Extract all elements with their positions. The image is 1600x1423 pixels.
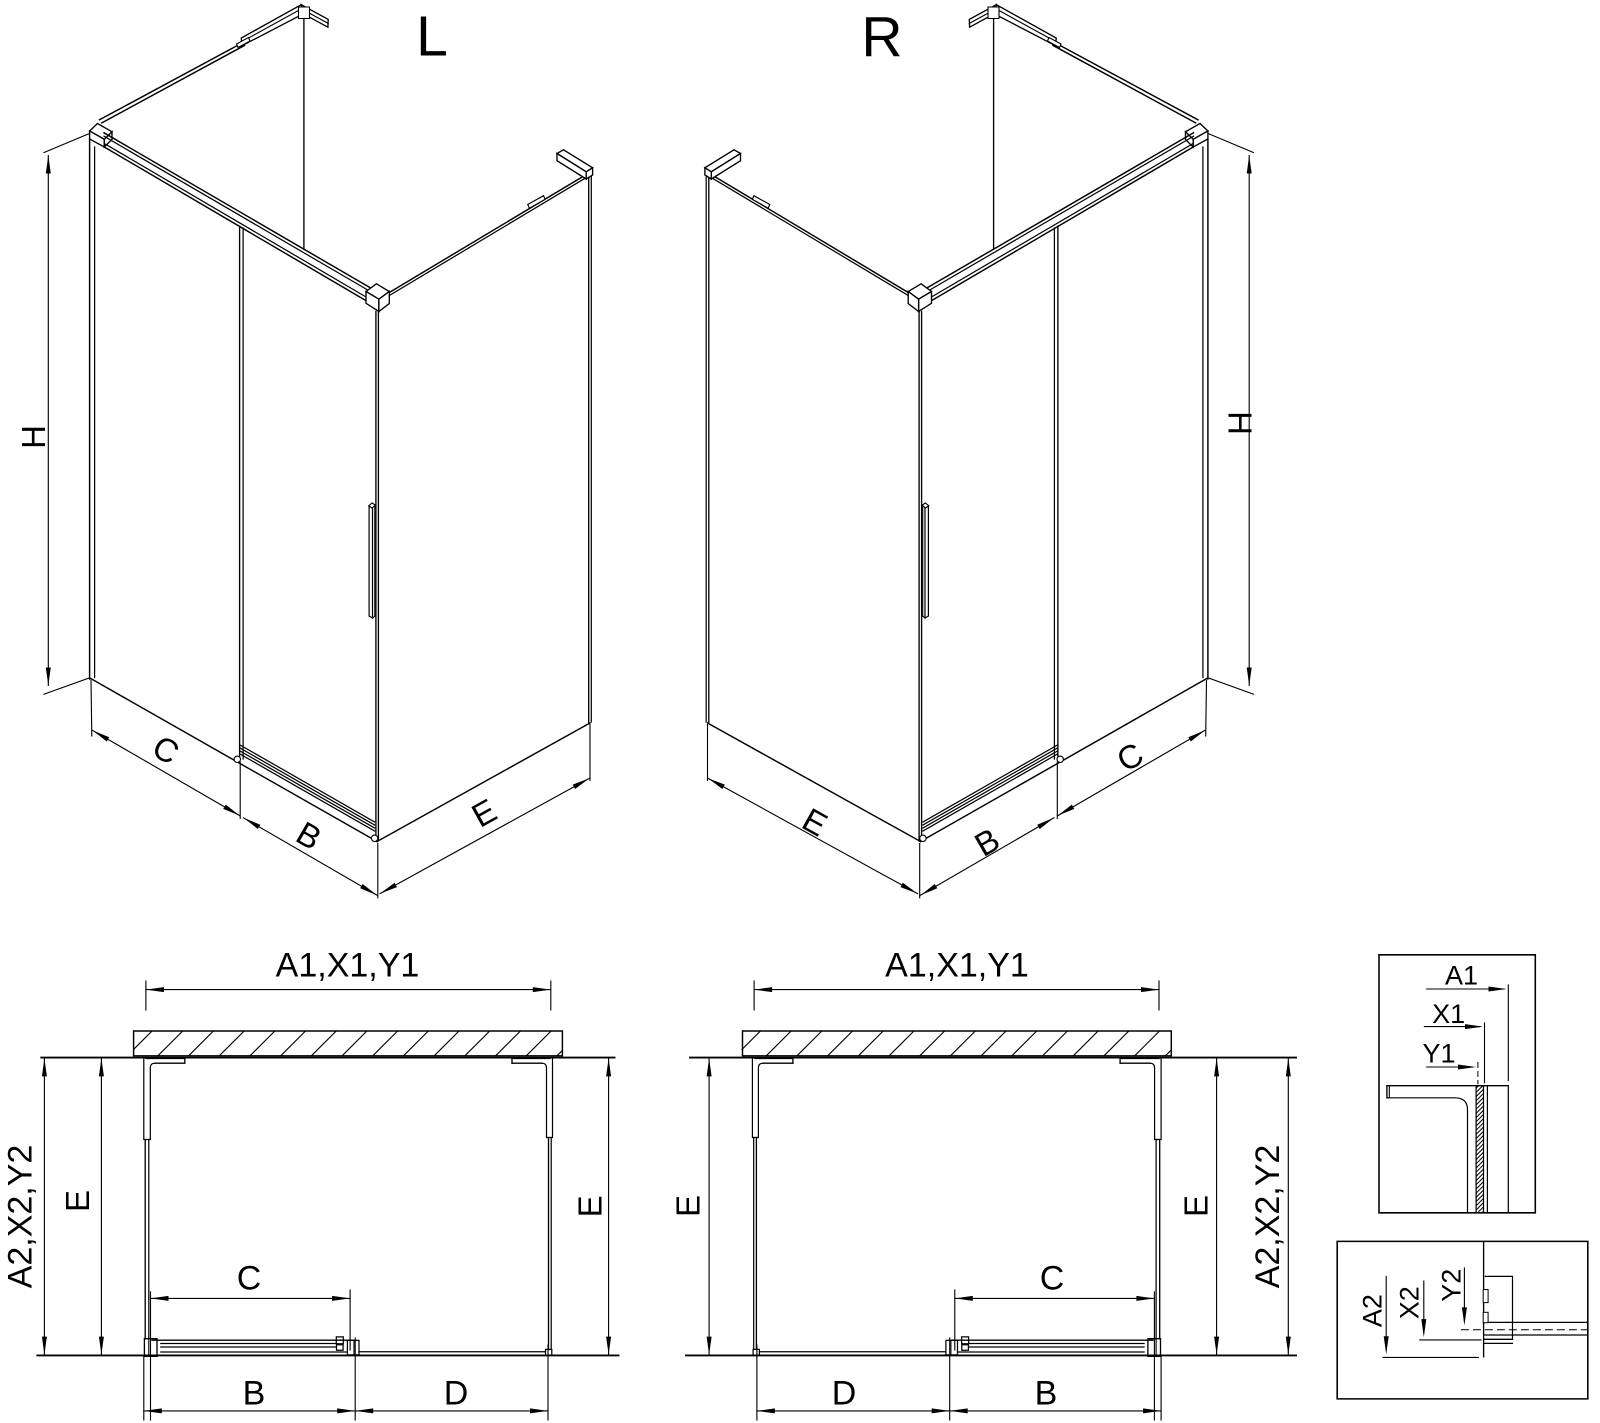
svg-text:D: D [444,1375,469,1413]
svg-text:E: E [1178,1195,1215,1217]
svg-text:A1,X1,Y1: A1,X1,Y1 [276,947,420,985]
svg-text:X2: X2 [1394,1286,1424,1319]
svg-text:X1: X1 [1432,999,1465,1029]
svg-text:E: E [670,1195,707,1217]
svg-text:R: R [861,5,902,69]
svg-text:L: L [416,5,448,69]
svg-text:A2,X2,Y2: A2,X2,Y2 [2,1145,40,1289]
svg-text:D: D [832,1375,857,1413]
svg-text:A1,X1,Y1: A1,X1,Y1 [885,947,1029,985]
svg-text:C: C [237,1260,262,1298]
svg-text:B: B [243,1375,266,1413]
svg-text:Y1: Y1 [1422,1039,1455,1069]
svg-text:E: E [59,1190,96,1212]
svg-text:A1: A1 [1445,960,1478,990]
svg-text:A2: A2 [1358,1294,1388,1327]
svg-text:H: H [15,425,52,449]
svg-text:B: B [1035,1375,1058,1413]
svg-text:H: H [1222,411,1259,435]
svg-text:A2,X2,Y2: A2,X2,Y2 [1249,1145,1287,1289]
svg-text:E: E [572,1195,609,1217]
svg-text:Y2: Y2 [1436,1269,1466,1302]
svg-text:C: C [1040,1260,1065,1298]
